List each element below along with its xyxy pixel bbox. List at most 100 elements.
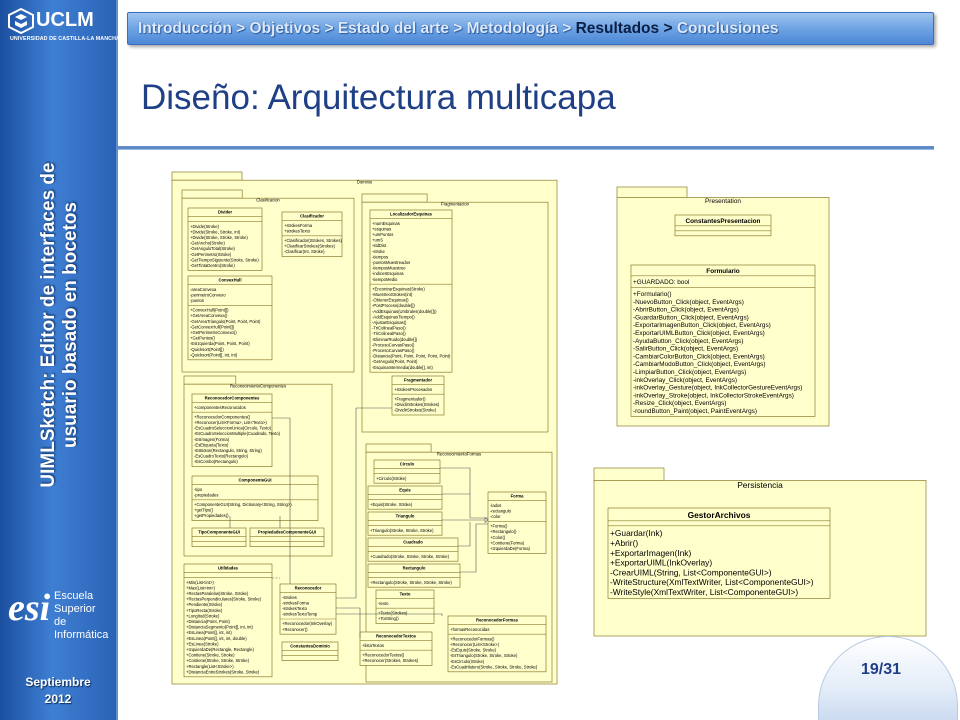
class-divider-method: -GetPerimetro(Stroke) [190, 252, 232, 257]
package-reconocimiento-formas-label: ReconocimientoFormas [437, 451, 481, 456]
class-reconocedor-componentes-title: ReconocedorComponentes [205, 396, 260, 401]
presentation-class-diagram: PresentationConstantesPresentacionFormul… [616, 186, 830, 427]
class-reconocedor-formas-method: -EsCirculo(Stroke) [450, 659, 485, 664]
breadcrumb-separator: > [659, 19, 677, 37]
class-divider-method: -GetTintaDentro(Stroke) [190, 263, 235, 268]
date-year: 2012 [44, 692, 72, 706]
class-reconocedor-componentes-method: -EsCuadroSeleccionUnica(Circulo, Texto) [194, 426, 272, 431]
class-fragmentador-title: Fragmentador [404, 378, 433, 383]
class-gestor-archivos-method: +Guardar(Ink) [610, 528, 663, 538]
class-clasificador-method: +ClasificarStrokes(Strokes) [284, 244, 335, 249]
class-divider-method: +Divide(Stroke, Stroke, Stroke) [190, 235, 248, 240]
class-convexhull-method: +GetPuntos() [190, 336, 216, 341]
class-texto-method: +ToString() [378, 616, 399, 621]
breadcrumb-item-objetivos[interactable]: Objetivos [249, 19, 321, 37]
package-fragmentacion-label: Fragmentacion [441, 201, 470, 206]
class-localizador-esquinas-attribute: +umPuntos [372, 232, 393, 237]
class-forma-method: +Forma() [490, 524, 508, 529]
breadcrumb-item-conclusiones[interactable]: Conclusiones [676, 19, 779, 37]
class-utilidades-title: Utilidades [218, 566, 239, 571]
class-reconocedor-textos-title: ReconocedorTextos [376, 634, 417, 639]
class-convexhull-method: -GetAreaTriangulo(Point, Point, Point) [190, 319, 261, 324]
class-rectangulo-title: Rectangulo [403, 566, 426, 571]
class-localizador-esquinas-attribute: -tiempos [372, 254, 388, 259]
class-reconocedor-textos-method: +Reconocer(Strokes, Strokes) [362, 658, 419, 663]
class-localizador-esquinas-attribute: -stdDist [372, 243, 387, 248]
breadcrumb-item-estado-del-arte[interactable]: Estado del arte [337, 19, 449, 37]
class-formulario-method: -roundButton_Paint(object, PaintEventArg… [633, 408, 757, 415]
breadcrumb-item-introduccion[interactable]: Introducción [138, 19, 232, 37]
class-formulario-attribute: +GUARDADO: bool [633, 279, 689, 286]
class-forma-attribute: -lados [490, 503, 501, 508]
class-reconocedor-componentes-method: -EsCombo(Rectangulo) [194, 459, 238, 464]
class-utilidades-method: +RectasParalelas(Stroke, Stroke) [186, 591, 249, 596]
class-componente-gui-method: +getPropiedades() [194, 513, 229, 518]
class-formulario-method: -CambiarColorButton_Click(object, EventA… [633, 353, 765, 360]
class-divider-title: Divider [218, 210, 233, 215]
class-reconocedor-textos [359, 631, 433, 666]
class-constantes-dominio-title: ConstantesDominio [290, 644, 330, 649]
esi-logo: esi Escuela Superior de Informática [8, 586, 112, 642]
class-componente-gui-title: ComponenteGUI [238, 478, 271, 483]
class-convexhull-method: -Quicksort(Point[]) [190, 347, 224, 352]
class-triangulo [367, 511, 443, 536]
package-persistencia-label: Persistencia [737, 480, 783, 490]
class-convexhull-method: +GetPerimetroConvexo() [190, 330, 237, 335]
page-number-badge: 19/31 [818, 636, 958, 720]
class-formulario-method: -LimpiarButton_Click(object, EventArgs) [633, 369, 746, 376]
class-formulario-method: -SalirButton_Click(object, EventArgs) [633, 346, 738, 353]
class-localizador-esquinas-attribute: +umS [372, 238, 383, 243]
class-fragmentador-method: -DividirStrokes(Stroke) [394, 408, 437, 413]
class-forma-attribute: -rectangulo [490, 508, 512, 513]
breadcrumb: Introducción > Objetivos > Estado del ar… [127, 12, 934, 45]
class-utilidades-method: +Distancia(Point, Point) [186, 619, 230, 624]
class-gestor-archivos-title: GestorArchivos [688, 510, 751, 520]
association-line [336, 407, 392, 599]
class-reconocedor-componentes-method: -EsCuadroSeleccionMultiple(Cuadrado, Tex… [194, 431, 281, 436]
class-reconocedor-attribute: -strokesForma [282, 600, 310, 605]
breadcrumb-item-metodologia[interactable]: Metodología [466, 19, 558, 37]
class-constantes-dominio [281, 641, 339, 661]
sidebar: UCLM UNIVERSIDAD DE CASTILLA-LA MANCHA U… [0, 0, 120, 720]
uclm-logo-name: UCLM [36, 9, 94, 31]
class-circulo-title: Circulo [400, 462, 415, 467]
class-clasificador-method: +Clasificador(Strokes, Strokes) [284, 238, 342, 243]
class-reconocedor-formas-title: ReconocedorFormas [476, 618, 519, 623]
class-equis [367, 485, 443, 510]
class-texto-title: Texto [400, 592, 411, 597]
vertical-title-line2: usuario basado en bocetos [60, 202, 81, 448]
class-triangulo-method: +Triangulo(Stroke, Stroke, Stroke) [370, 528, 434, 533]
class-localizador-esquinas-method: +EncontrarEsquinas(Stroke) [372, 286, 425, 291]
class-reconocedor-formas-attribute: +formasReconocidas [450, 627, 489, 632]
class-texto-attribute: -texto [378, 601, 389, 606]
class-formulario-method: -Resize_Click(object, EventArgs) [633, 400, 726, 407]
class-localizador-esquinas-method: -Distancia(Point, Point, Point, Point, P… [372, 354, 451, 359]
class-gestor-archivos-method: +ExportarImagen(Ink) [610, 548, 691, 558]
class-localizador-esquinas-method: -AddEsquinasTiempo() [372, 314, 415, 319]
class-localizador-esquinas-method: -EsquinaIntermedia(double[], int) [372, 365, 433, 370]
class-equis-method: +Equis(Stroke, Stroke) [370, 502, 413, 507]
package-fragmentacion-tab [361, 193, 428, 203]
package-dominio-tab [171, 171, 243, 181]
class-convexhull-title: ConvexHull [218, 278, 241, 283]
class-fragmentador-method: +DividirStrokes(Strokes) [394, 402, 440, 407]
class-forma [487, 491, 547, 554]
class-componente-gui-attribute: -propiedades [194, 492, 218, 497]
class-utilidades-method: +EsLinea(Stroke) [186, 641, 219, 646]
class-localizador-esquinas-attribute: -puntosMuestreados [372, 260, 410, 265]
esi-logo-line2: Superior [54, 603, 96, 615]
class-localizador-esquinas-method: -EliminarRuido(double[]) [372, 337, 418, 342]
class-convexhull-attribute: -puntos [190, 298, 204, 303]
title-divider [118, 146, 934, 150]
class-equis-title: Equis [399, 488, 411, 493]
breadcrumb-item-resultados[interactable]: Resultados [575, 19, 660, 37]
class-clasificador-title: Clasificador [300, 214, 324, 219]
generalization-line [440, 467, 488, 519]
class-localizador-esquinas-method: -ProcesoCurvasPaso() [372, 348, 415, 353]
class-formulario-title: Formulario [706, 268, 739, 275]
class-localizador-esquinas-method: -AddEsquinas(Umbrales(double[])) [372, 309, 437, 314]
class-formulario-method: +Formulario() [633, 291, 672, 298]
class-componente-gui-method: +ComponenteGUI(String, Dictionary<String… [194, 502, 292, 507]
class-forma-method: +Contiene(Forma) [490, 540, 525, 545]
class-forma-method: +IzquierdaDe(Forma) [490, 546, 531, 551]
